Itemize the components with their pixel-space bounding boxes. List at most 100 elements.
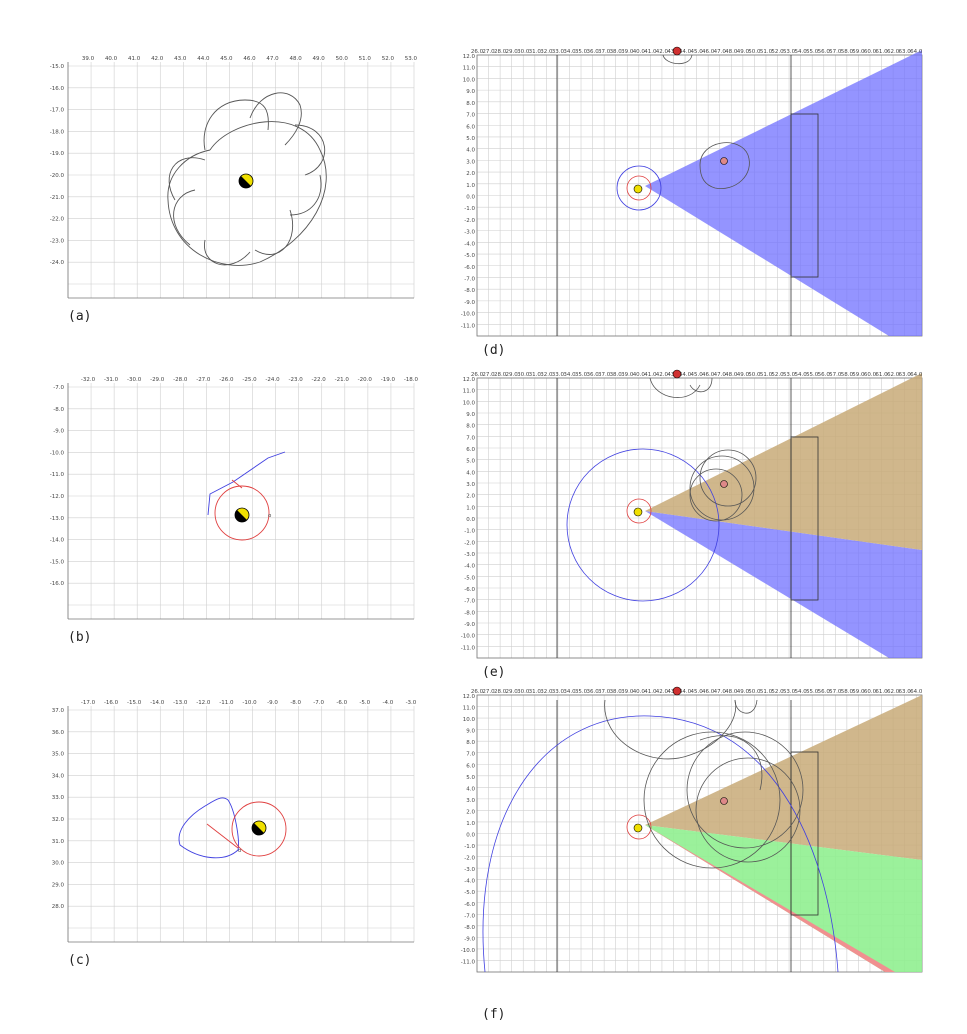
y-tick-label: -3.0: [464, 552, 475, 558]
y-tick-label: 7.0: [466, 435, 475, 441]
y-tick-label: 28.0: [52, 904, 65, 910]
x-tick-label: 60.0: [864, 689, 877, 695]
y-tick-label: -24.0: [50, 260, 65, 266]
x-tick-label: 48.0: [725, 49, 738, 55]
y-tick-label: -23.0: [50, 238, 65, 244]
y-tick-label: -6.0: [464, 265, 475, 271]
panel-d-red-circle: [626, 175, 652, 201]
x-tick-label: -8.0: [290, 700, 301, 706]
x-tick-label: -31.0: [104, 377, 119, 383]
panel-e-blue-cone: [645, 511, 922, 658]
y-tick-label: 2.0: [466, 809, 475, 815]
y-tick-label: -11.0: [461, 323, 476, 329]
x-tick-label: 53.0: [405, 56, 418, 62]
y-tick-label: 8.0: [466, 740, 475, 746]
y-tick-label: -5.0: [464, 575, 475, 581]
x-tick-label: 48.0: [725, 689, 738, 695]
x-tick-label: -24.0: [265, 377, 280, 383]
x-tick-label: 41.0: [644, 689, 657, 695]
x-tick-label: 49.0: [737, 49, 750, 55]
panel-d-ball: [672, 46, 682, 56]
x-tick-label: -13.0: [173, 700, 188, 706]
x-tick-label: 44.0: [679, 689, 692, 695]
y-tick-label: -5.0: [464, 253, 475, 259]
y-tick-label: 9.0: [466, 729, 475, 735]
y-tick-label: 0.0: [466, 195, 475, 201]
y-tick-label: 9.0: [466, 412, 475, 418]
panel-d-y-ticks: 12.011.010.09.08.07.06.05.04.03.02.01.00…: [461, 54, 476, 329]
x-tick-label: 62.0: [887, 689, 900, 695]
x-tick-label: 37.0: [598, 49, 611, 55]
y-tick-label: 4.0: [466, 148, 475, 154]
y-tick-label: -6.0: [464, 902, 475, 908]
x-tick-label: 41.0: [644, 49, 657, 55]
x-tick-label: 29.0: [506, 49, 519, 55]
x-tick-label: 42.0: [656, 689, 669, 695]
x-tick-label: 58.0: [841, 49, 854, 55]
x-tick-label: 52.0: [771, 372, 784, 378]
x-tick-label: 50.0: [748, 689, 761, 695]
y-tick-label: -9.0: [464, 622, 475, 628]
x-tick-label: 62.0: [887, 49, 900, 55]
panel-f-goal-box: [790, 751, 819, 916]
y-tick-label: -2.0: [464, 218, 475, 224]
x-tick-label: 51.0: [760, 689, 773, 695]
x-tick-label: 30.0: [517, 49, 530, 55]
y-tick-label: -15.0: [50, 64, 65, 70]
x-tick-label: 27.0: [482, 49, 495, 55]
x-tick-label: -10.0: [242, 700, 257, 706]
panel-d-robot: [633, 184, 643, 194]
x-tick-label: 62.0: [887, 372, 900, 378]
x-tick-label: 38.0: [610, 372, 623, 378]
panel-a-trajectory: [167, 92, 327, 266]
y-tick-label: -13.0: [50, 516, 65, 522]
x-tick-label: 44.0: [679, 49, 692, 55]
x-tick-label: 63.0: [899, 689, 912, 695]
x-tick-label: 46.0: [702, 372, 715, 378]
panel-c-x-ticks: -17.0-16.0-15.0-14.0-13.0-12.0-11.0-10.0…: [81, 700, 417, 706]
y-tick-label: 31.0: [52, 839, 65, 845]
x-tick-label: 36.0: [586, 689, 599, 695]
y-tick-label: 37.0: [52, 708, 65, 714]
x-tick-label: 50.0: [748, 372, 761, 378]
panel-a-y-ticks: -15.0-16.0-17.0-18.0-19.0-20.0-21.0-22.0…: [50, 64, 65, 266]
x-tick-label: 31.0: [529, 49, 542, 55]
y-tick-label: -10.0: [461, 948, 476, 954]
x-tick-label: 53.0: [783, 49, 796, 55]
y-tick-label: -3.0: [464, 867, 475, 873]
x-tick-label: -28.0: [173, 377, 188, 383]
x-tick-label: 29.0: [506, 689, 519, 695]
x-tick-label: 39.0: [621, 689, 634, 695]
panel-e-opponent-paths: [649, 377, 757, 522]
y-tick-label: -10.0: [461, 312, 476, 318]
panel-c-grid: [67, 706, 415, 943]
x-tick-label: 26.0: [471, 372, 484, 378]
y-tick-label: 10.0: [463, 77, 476, 83]
x-tick-label: 31.0: [529, 689, 542, 695]
y-tick-label: -7.0: [464, 276, 475, 282]
panel-e-blue-circle: [566, 448, 720, 602]
x-tick-label: 59.0: [852, 49, 865, 55]
x-tick-label: 27.0: [482, 372, 495, 378]
caption-f: (f): [482, 1007, 505, 1022]
x-tick-label: 57.0: [829, 49, 842, 55]
x-tick-label: 40.0: [633, 689, 646, 695]
x-tick-label: 56.0: [818, 689, 831, 695]
x-tick-label: 36.0: [586, 49, 599, 55]
y-tick-label: -11.0: [461, 645, 476, 651]
panel-d-opponent-path: [699, 142, 750, 189]
y-tick-label: 36.0: [52, 730, 65, 736]
x-tick-label: 26.0: [471, 49, 484, 55]
y-tick-label: -4.0: [464, 241, 475, 247]
x-tick-label: 54.0: [795, 372, 808, 378]
y-tick-label: -16.0: [50, 581, 65, 587]
y-tick-label: -9.0: [53, 429, 64, 435]
y-tick-label: 8.0: [466, 424, 475, 430]
x-tick-label: -7.0: [313, 700, 324, 706]
y-tick-label: -8.0: [53, 407, 64, 413]
panel-e-tan-cone: [645, 373, 922, 550]
y-tick-label: 11.0: [463, 66, 476, 72]
